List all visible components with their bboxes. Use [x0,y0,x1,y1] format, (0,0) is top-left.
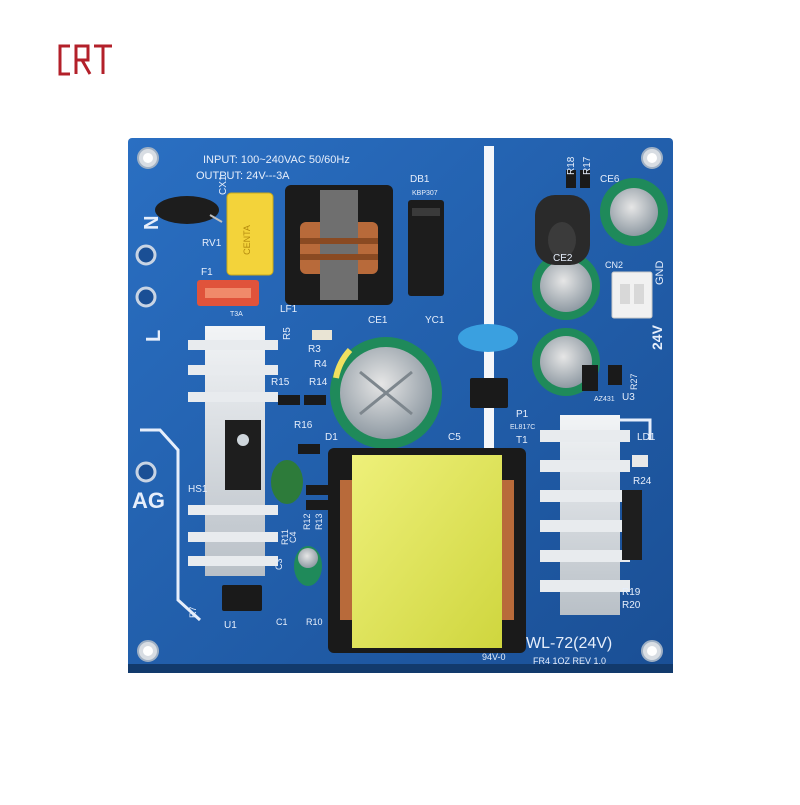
ref-el817: EL817C [510,424,535,431]
ref-r3: R3 [308,344,321,355]
rating-label: 94V-0 [482,652,506,662]
ref-r18: R18 [566,156,577,175]
ref-r24: R24 [633,476,652,487]
ref-c5: C5 [448,432,461,443]
ref-ce6: CE6 [600,174,620,185]
ref-r13: R13 [314,513,324,530]
brand-logo [58,44,112,76]
output-inductor [535,195,590,265]
ref-lf1: LF1 [280,304,298,315]
ref-cx1: CX1 [218,175,229,195]
ref-r12: R12 [302,513,312,530]
terminal-ag-label: AG [132,488,165,513]
ref-r14: R14 [309,377,328,388]
fuse [197,280,259,306]
ref-r5: R5 [282,327,293,340]
ref-r7: R7 [188,606,198,618]
terminal-l-label: L [143,330,165,342]
ref-u1: U1 [224,620,237,631]
ref-t1: T1 [516,435,528,446]
terminal-pads [135,244,157,483]
varistor [155,196,223,224]
ref-r10: R10 [306,617,323,627]
ref-r27: R27 [629,373,639,390]
ref-d1: D1 [325,432,338,443]
ref-c1: C1 [276,617,288,627]
ref-r11: R11 [280,529,290,545]
ref-c4: C4 [288,531,298,543]
ref-r19: R19 [622,587,641,598]
ref-24v: 24V [649,324,665,350]
terminal-n-label: N [141,216,163,230]
heatsink-left [188,326,278,576]
ref-f1: F1 [201,267,213,278]
y-capacitor [458,324,518,352]
ref-hs1: HS1 [188,484,208,495]
small-components [222,170,648,611]
ref-t3a: T3A [230,311,243,318]
ref-ce1: CE1 [368,315,388,326]
mounting-holes [137,147,663,662]
ref-r16: R16 [294,420,313,431]
silkscreen-text: INPUT: 100~240VAC 50/60Hz OUTPUT: 24V---… [132,154,666,666]
svg-text:CENTA: CENTA [242,225,252,255]
input-spec: INPUT: 100~240VAC 50/60Hz [203,154,350,166]
ref-kbp: KBP307 [412,190,438,197]
output-spec: OUTPUT: 24V---3A [196,170,290,182]
heatsink-right [540,415,642,615]
bulk-capacitor [330,337,442,449]
ref-az431: AZ431 [594,396,615,403]
ref-db1: DB1 [410,174,430,185]
ref-r15: R15 [271,377,290,388]
optocoupler [470,378,508,408]
ref-yc1: YC1 [425,315,445,326]
pcb-spec: FR4 1OZ REV 1.0 [533,656,606,666]
ref-u3: U3 [622,392,635,403]
ref-rv1: RV1 [202,238,222,249]
ref-r17: R17 [582,156,593,175]
ref-r20: R20 [622,600,641,611]
bridge-rectifier [408,200,444,296]
ref-gnd: GND [654,261,666,286]
ref-c3: C3 [274,558,284,570]
ref-p1: P1 [516,409,529,420]
transformer [328,448,526,653]
x-capacitor: CENTA [226,192,274,276]
ref-cn2: CN2 [605,260,623,270]
output-capacitors [532,178,668,396]
common-mode-choke [285,185,393,305]
model-label: WL-72(24V) [526,635,612,652]
ref-r4: R4 [314,359,327,370]
ref-ld1: LD1 [637,432,656,443]
ref-ce2: CE2 [553,253,573,264]
output-connector [611,271,653,319]
